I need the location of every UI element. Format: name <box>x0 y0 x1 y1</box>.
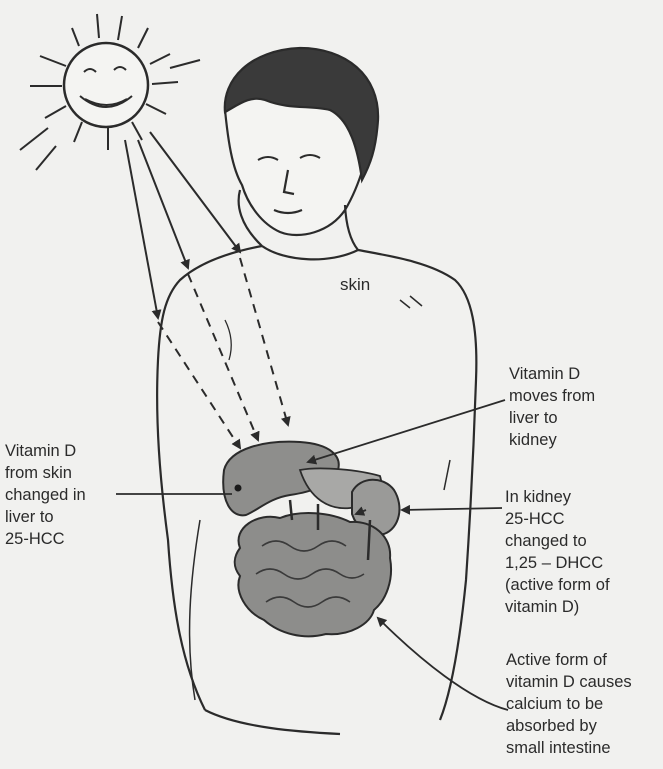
label-line: from skin <box>5 462 86 484</box>
skin-label: skin <box>340 274 370 296</box>
label-line: liver to <box>509 407 595 429</box>
label-line: Vitamin D <box>509 363 595 385</box>
label-line: small intestine <box>506 737 632 759</box>
label-line: (active form of <box>505 574 610 596</box>
label-line: 25-HCC <box>5 528 86 550</box>
label-line: Active form of <box>506 649 632 671</box>
label-line: changed in <box>5 484 86 506</box>
intestine-absorption-label: Active form of vitamin D causes calcium … <box>506 649 632 759</box>
label-line: 25-HCC <box>505 508 610 530</box>
label-line: kidney <box>509 429 595 451</box>
label-line: vitamin D causes <box>506 671 632 693</box>
label-line: changed to <box>505 530 610 552</box>
label-line: vitamin D) <box>505 596 610 618</box>
label-line: Vitamin D <box>5 440 86 462</box>
sun-rays <box>125 132 240 318</box>
vitamin-d-paths <box>158 258 288 448</box>
label-line: 1,25 – DHCC <box>505 552 610 574</box>
label-line: absorbed by <box>506 715 632 737</box>
label-line: moves from <box>509 385 595 407</box>
man-head <box>225 48 378 250</box>
sun-icon <box>20 14 200 170</box>
label-line: calcium to be <box>506 693 632 715</box>
kidney-conversion-label: In kidney 25-HCC changed to 1,25 – DHCC … <box>505 486 610 618</box>
liver-to-kidney-label: Vitamin D moves from liver to kidney <box>509 363 595 451</box>
label-line: In kidney <box>505 486 610 508</box>
liver-conversion-label: Vitamin D from skin changed in liver to … <box>5 440 86 550</box>
label-line: liver to <box>5 506 86 528</box>
